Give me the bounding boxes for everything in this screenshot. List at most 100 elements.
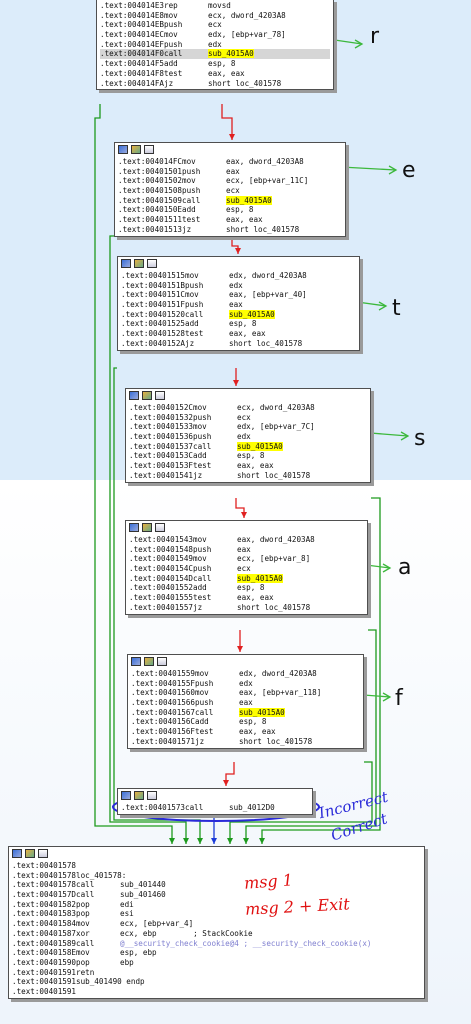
chart-icon[interactable] <box>131 145 141 154</box>
chart-icon[interactable] <box>142 523 152 532</box>
window-icon[interactable] <box>38 849 48 858</box>
code-line[interactable]: .text:00401578 <box>12 861 421 871</box>
mnemonic: mov <box>76 948 90 958</box>
code-line[interactable]: .text:00401589call@__security_check_cook… <box>12 939 421 949</box>
window-icon[interactable] <box>157 657 167 666</box>
operands: ecx, dword_4203A8 <box>208 10 286 20</box>
chart-icon[interactable] <box>134 259 144 268</box>
letter-f: f <box>395 686 403 711</box>
code-line[interactable]: .text:00401591retn <box>12 968 421 978</box>
window-icon[interactable] <box>155 523 165 532</box>
address: .text:00401509 <box>118 195 183 205</box>
chart-icon[interactable] <box>25 849 35 858</box>
graph-icon[interactable] <box>121 791 131 800</box>
chart-icon[interactable] <box>142 391 152 400</box>
code-line[interactable]: .text:00401578loc_401578: <box>12 871 421 881</box>
code-block-7[interactable]: .text:00401578.text:00401578loc_401578:.… <box>8 846 425 999</box>
chart-icon[interactable] <box>144 657 154 666</box>
graph-icon[interactable] <box>131 657 141 666</box>
graph-icon[interactable] <box>121 259 131 268</box>
graph-icon[interactable] <box>129 391 139 400</box>
graph-icon[interactable] <box>12 849 22 858</box>
code-line[interactable]: .text:00401591sub_401490 endp <box>12 977 421 987</box>
code-line[interactable]: .text:00401591 <box>12 987 421 997</box>
window-icon[interactable] <box>155 391 165 400</box>
branch-arrow-head <box>227 838 233 844</box>
window-icon[interactable] <box>147 791 157 800</box>
mnemonic: push <box>195 678 214 688</box>
graph-icon[interactable] <box>118 145 128 154</box>
chart-icon[interactable] <box>134 791 144 800</box>
graph-icon[interactable] <box>129 523 139 532</box>
window-icon[interactable] <box>144 145 154 154</box>
window-icon[interactable] <box>147 259 157 268</box>
operands: sub_401460 <box>120 890 166 900</box>
